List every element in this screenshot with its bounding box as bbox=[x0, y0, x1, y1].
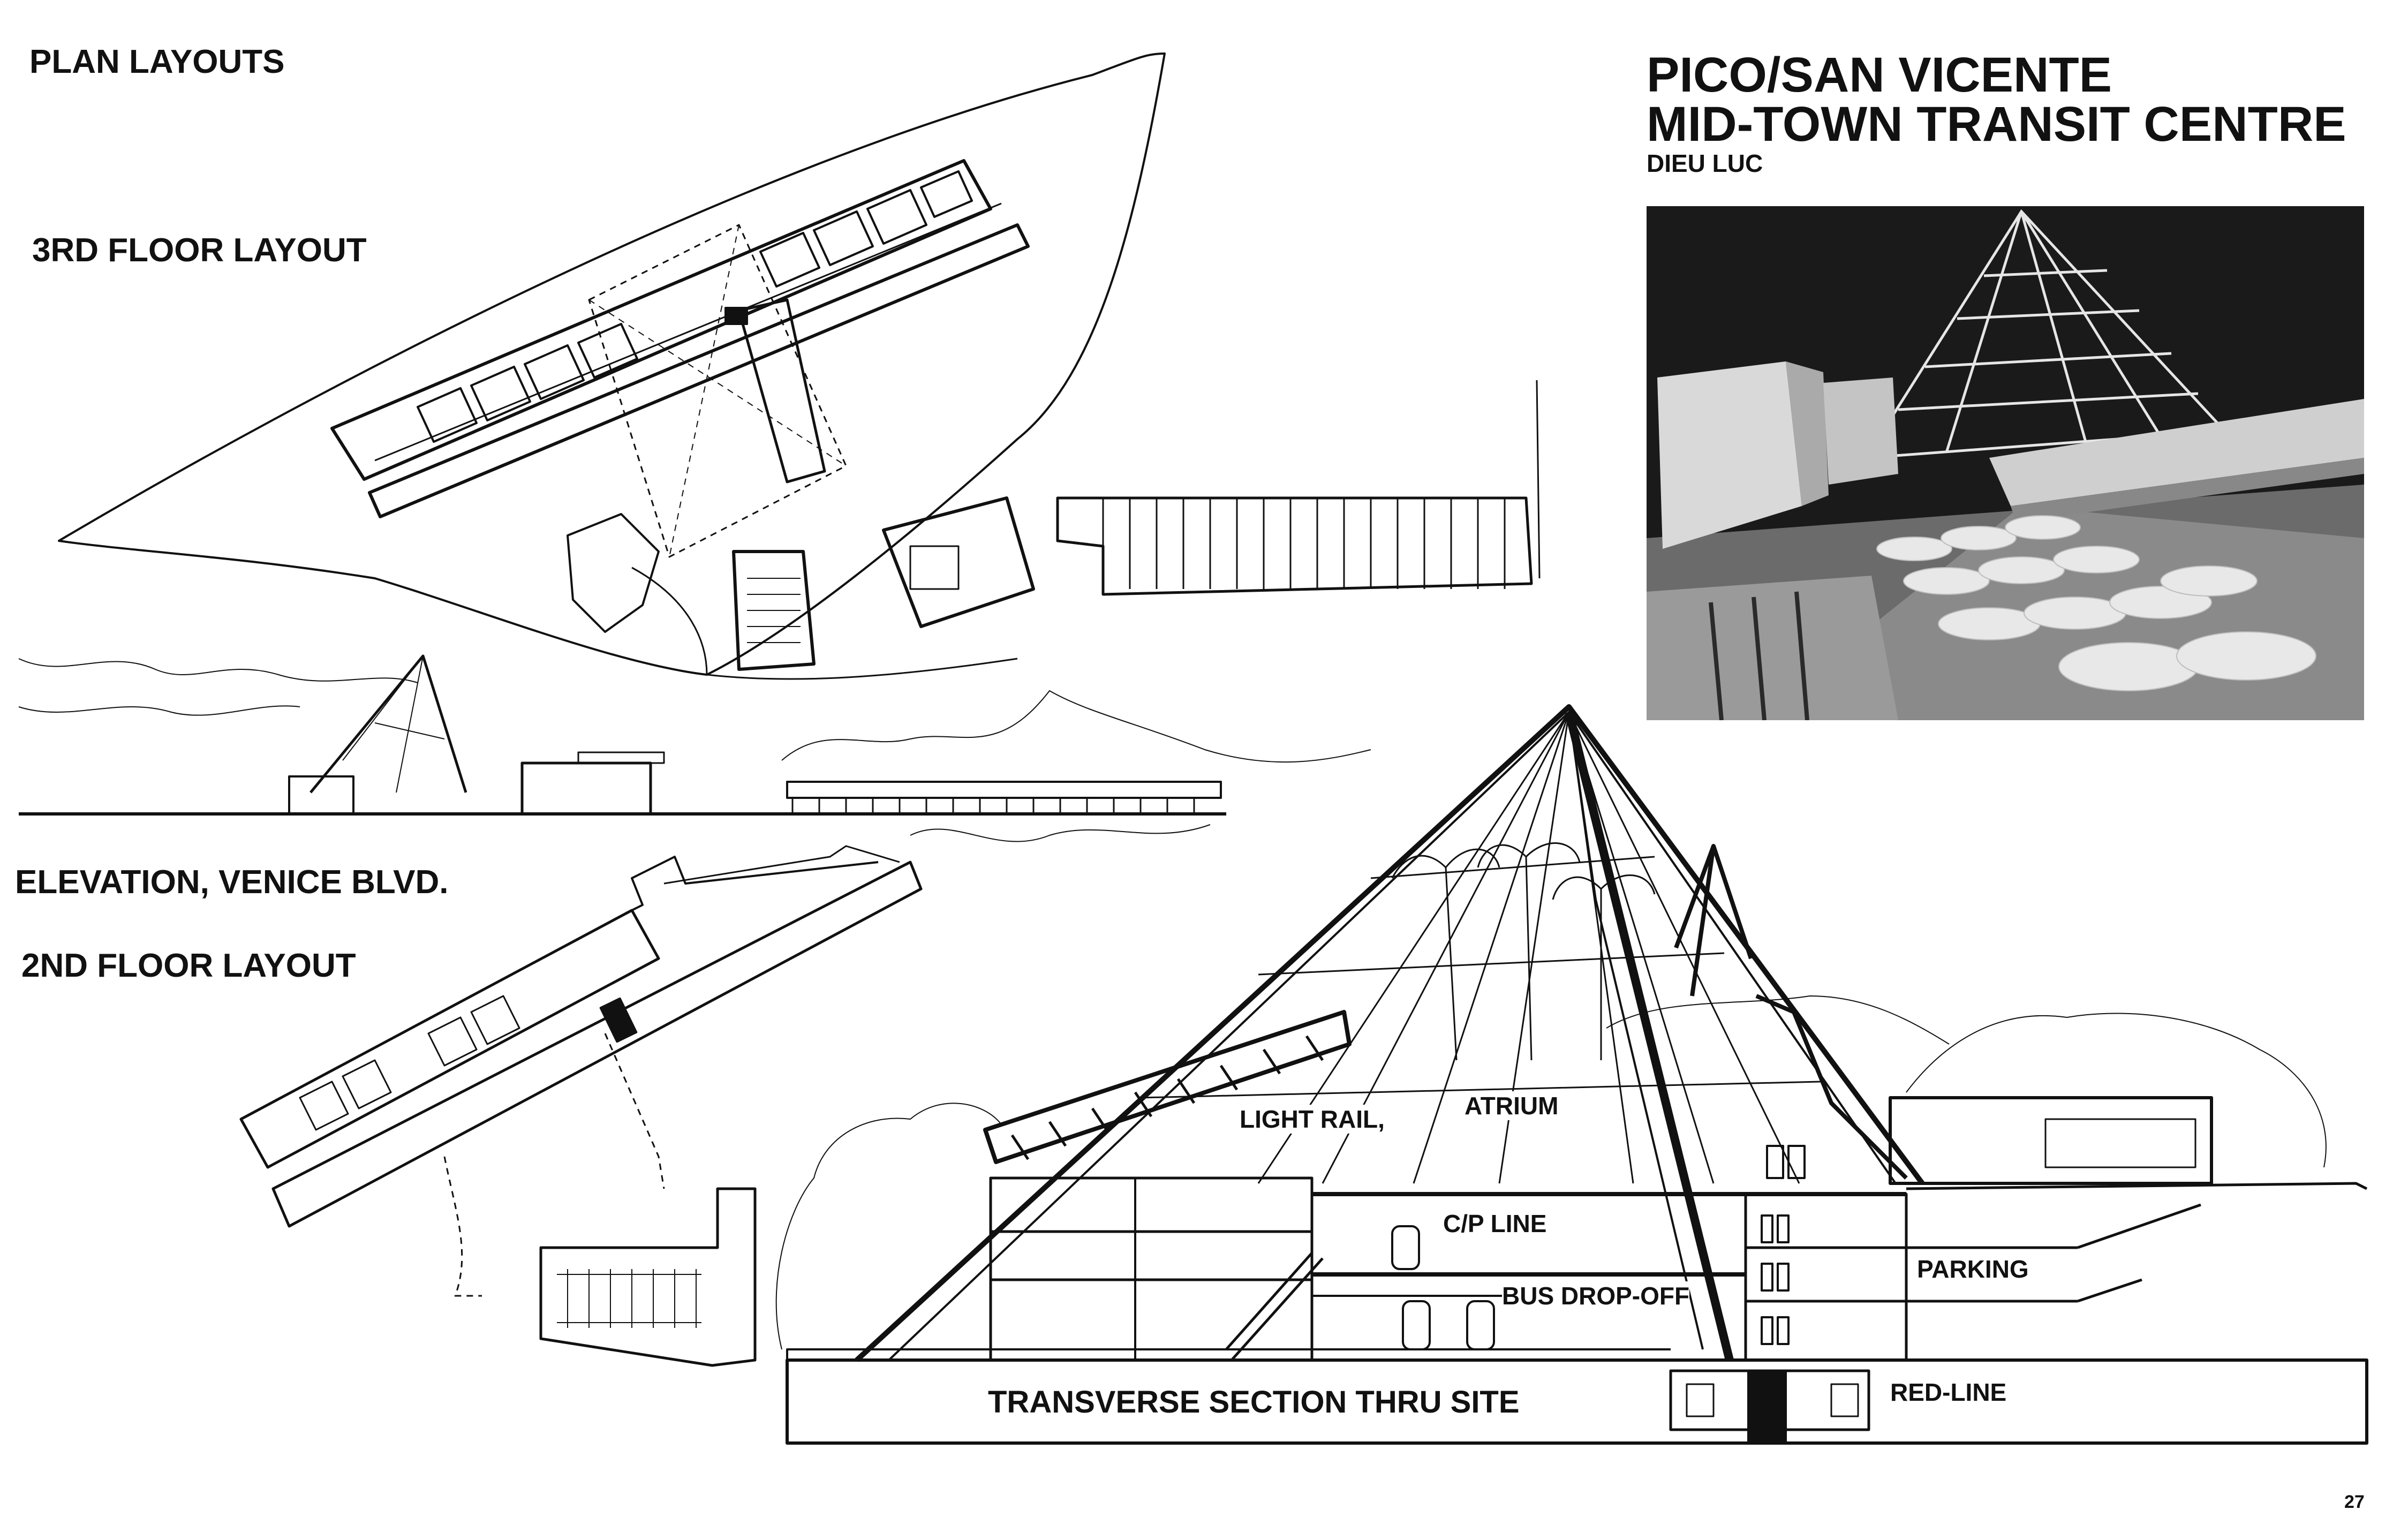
second-floor-plan bbox=[239, 845, 923, 1367]
light-rail-label: LIGHT RAIL, bbox=[1240, 1105, 1385, 1134]
elevation-label: ELEVATION, VENICE BLVD. bbox=[15, 864, 449, 901]
red-line-label: RED-LINE bbox=[1890, 1378, 2007, 1407]
sheet-title-line2: MID-TOWN TRANSIT CENTRE bbox=[1647, 97, 2346, 152]
atrium-label: ATRIUM bbox=[1465, 1091, 1559, 1120]
model-photograph bbox=[1647, 206, 2364, 720]
third-floor-plan bbox=[58, 52, 1541, 680]
cp-line-label: C/P LINE bbox=[1443, 1209, 1547, 1238]
parking-label: PARKING bbox=[1917, 1255, 2029, 1284]
section-title: TRANSVERSE SECTION THRU SITE bbox=[988, 1385, 1520, 1420]
model-photo-illustration bbox=[1647, 206, 2364, 720]
third-floor-layout-label: 3RD FLOOR LAYOUT bbox=[32, 232, 367, 269]
elevation-drawing bbox=[18, 654, 1371, 842]
page-number: 27 bbox=[2344, 1492, 2365, 1512]
sheet-title-line1: PICO/SAN VICENTE bbox=[1647, 48, 2112, 102]
bus-dropoff-label: BUS DROP-OFF bbox=[1502, 1281, 1690, 1310]
second-floor-layout-label: 2ND FLOOR LAYOUT bbox=[21, 947, 356, 984]
transverse-section bbox=[775, 704, 2368, 1445]
author-name: DIEU LUC bbox=[1647, 149, 1763, 177]
plan-layouts-heading: PLAN LAYOUTS bbox=[29, 43, 285, 80]
